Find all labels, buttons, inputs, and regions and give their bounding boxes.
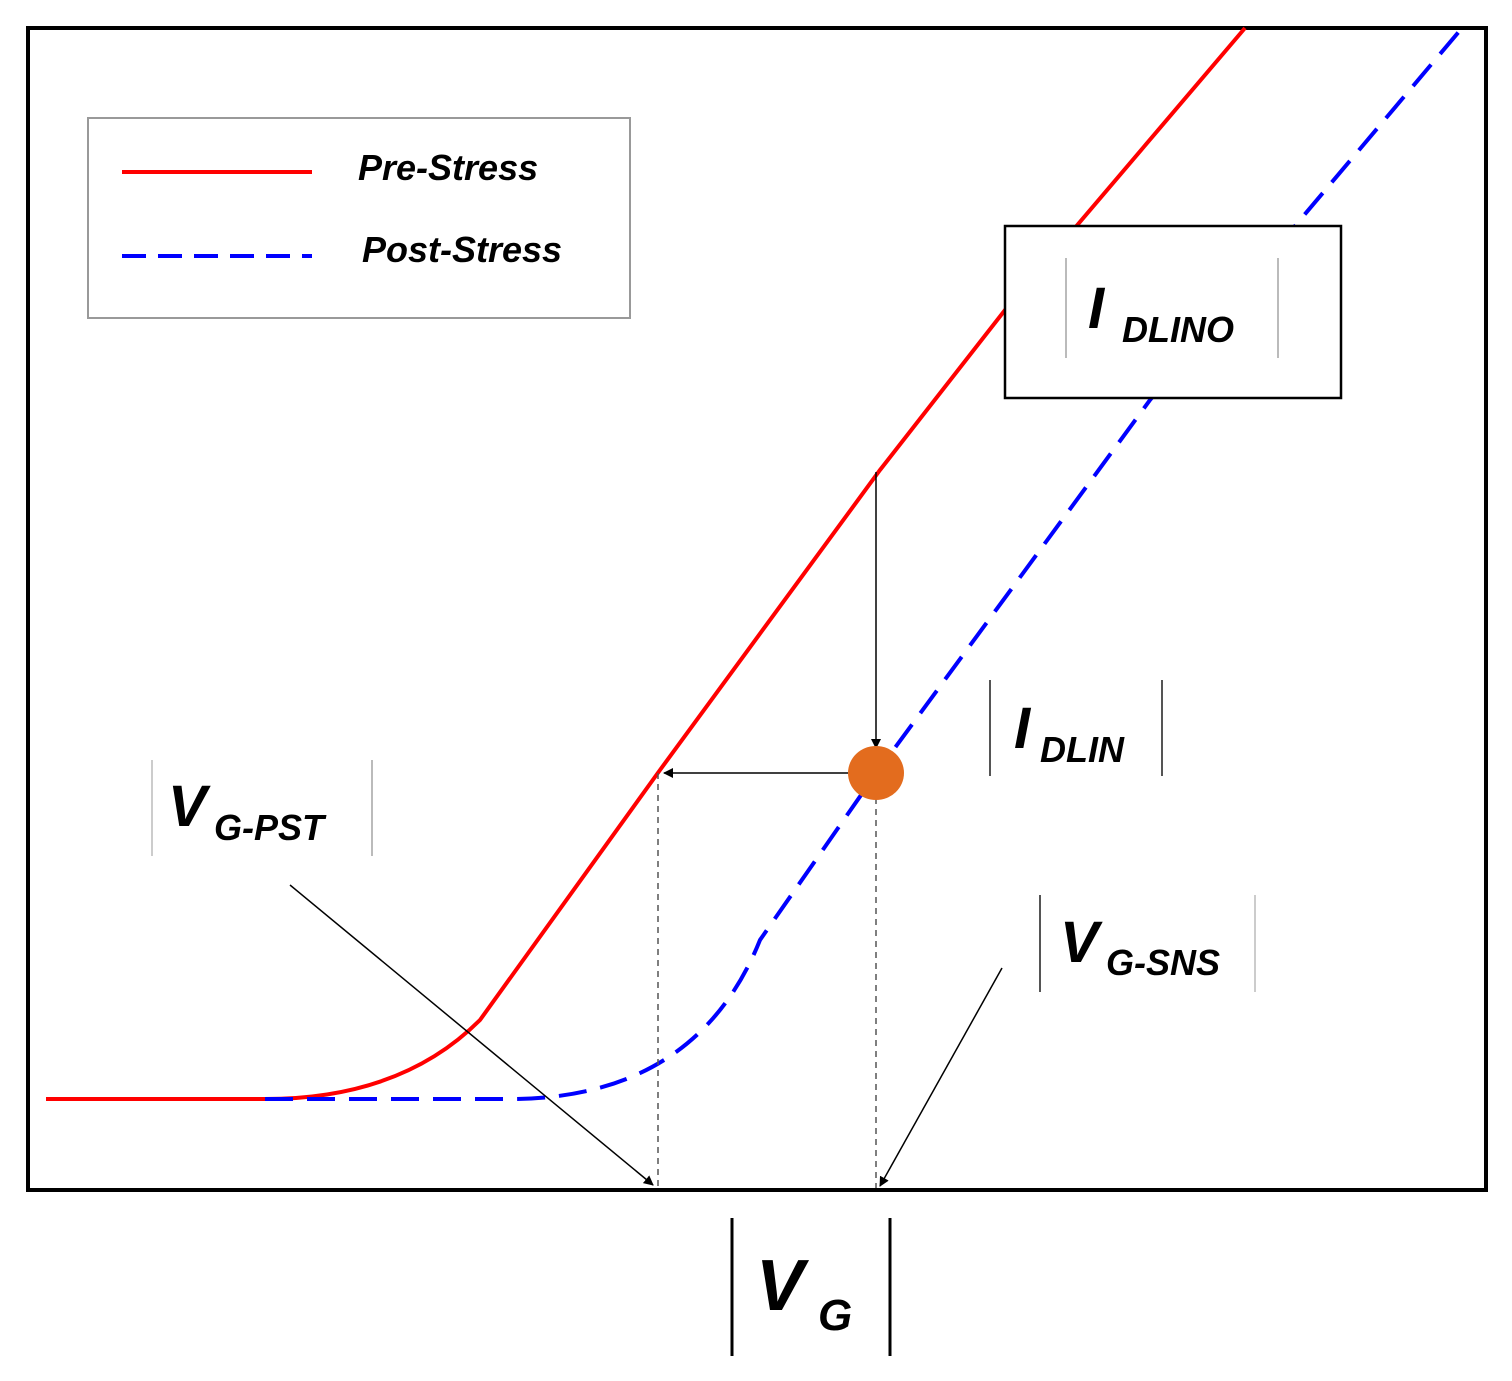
idlin-sub: DLIN (1040, 729, 1125, 770)
vg-pst-main: V (168, 774, 211, 839)
vg-sub: G (818, 1291, 852, 1340)
vg-axis-label: V G (730, 1218, 892, 1356)
idlino-main: I (1088, 276, 1106, 341)
vg-sns-arrow (879, 967, 1003, 1187)
legend-post-label: Post-Stress (362, 229, 562, 270)
vg-pst-arrow (289, 884, 654, 1186)
vg-sns-main: V (1060, 910, 1103, 975)
vg-pst-sub: G-PST (214, 807, 327, 848)
legend-pre-label: Pre-Stress (358, 147, 538, 188)
vg-main: V (756, 1246, 810, 1326)
idlin-point (848, 746, 904, 800)
legend: Pre-Stress Post-Stress (87, 117, 631, 319)
vg-sns-sub: G-SNS (1106, 942, 1220, 983)
idlino-box (1003, 224, 1343, 400)
pre-stress-curve (46, 26, 1247, 1101)
post-stress-curve (265, 26, 1464, 1101)
idlino-label-box: I DLINO (1003, 224, 1343, 400)
legend-box (87, 117, 631, 319)
vg-sns-label: V G-SNS (1039, 895, 1256, 992)
idlino-sub: DLINO (1122, 309, 1234, 350)
vg-pst-label: V G-PST (151, 760, 373, 856)
idlin-main: I (1014, 696, 1032, 761)
idlin-label: I DLIN (989, 680, 1163, 776)
